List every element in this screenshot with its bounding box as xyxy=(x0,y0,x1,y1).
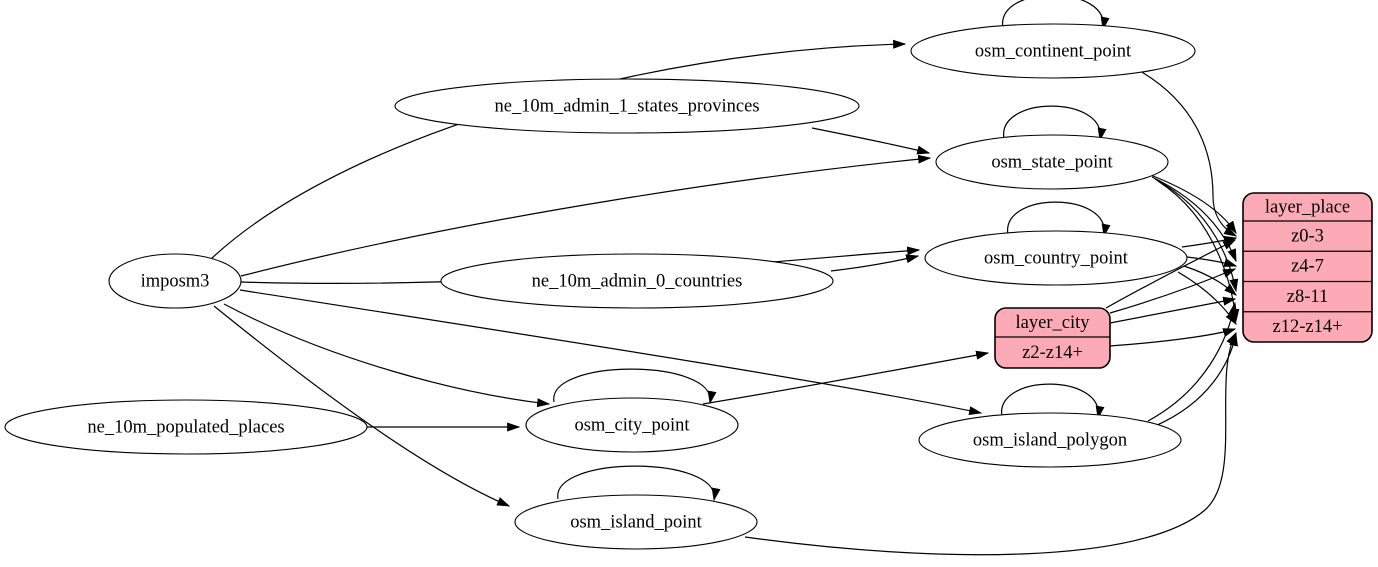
node-osm_state_point: osm_state_point xyxy=(935,134,1169,190)
edge-imposm3-to-osm_island_polygon xyxy=(239,289,983,416)
layer_place-row-z0-3: z0-3 xyxy=(1291,226,1324,246)
edge-ne_10m_admin_1_states_provinces-to-osm_state_point xyxy=(811,127,931,155)
osm_state_point-ellipse xyxy=(935,134,1169,190)
edge-layer_city-to-layer_place-z12-z14+ xyxy=(1109,328,1237,347)
edge-osm_country_point-to-layer_place-z0-3 xyxy=(1181,235,1238,248)
osm_city_point-label: osm_city_point xyxy=(574,415,690,435)
edge-osm_city_point-self-loop xyxy=(553,368,717,405)
osm_state_point-label: osm_state_point xyxy=(991,152,1113,172)
edge-osm_island_point-to-layer_place-z12-z14+ xyxy=(744,331,1237,556)
node-osm_island_polygon: osm_island_polygon xyxy=(918,412,1182,468)
layer_city-row-z2-z14+: z2-z14+ xyxy=(1022,343,1083,363)
osm_island_point-label: osm_island_point xyxy=(570,512,702,532)
node-osm_city_point: osm_city_point xyxy=(525,397,739,453)
edge-ne_10m_admin_0_countries-to-osm_country_point xyxy=(830,254,920,272)
edges-layer xyxy=(210,0,1240,556)
edge-osm_state_point-to-layer_place-z8-11 xyxy=(1154,178,1239,293)
edge-imposm3-to-osm_city_point xyxy=(223,303,551,408)
node-osm_country_point: osm_country_point xyxy=(924,230,1188,286)
imposm3-label: imposm3 xyxy=(141,271,210,291)
edge-osm_country_point-to-layer_place-z8-11 xyxy=(1183,265,1237,296)
osm_island_polygon-ellipse xyxy=(918,412,1182,468)
edge-osm_island_point-self-loop xyxy=(557,465,721,502)
edge-osm_city_point-to-layer_city-z2-z14+ xyxy=(702,350,990,405)
osm_continent_point-label: osm_continent_point xyxy=(975,41,1132,61)
osm_country_point-label: osm_country_point xyxy=(984,248,1129,268)
edge-osm_continent_point-to-layer_place-z0-3 xyxy=(1139,70,1238,237)
node-ne_10m_populated_places: ne_10m_populated_places xyxy=(4,399,368,455)
layer_city-title: layer_city xyxy=(1016,313,1091,333)
node-osm_continent_point: osm_continent_point xyxy=(910,23,1196,79)
node-osm_island_point: osm_island_point xyxy=(514,494,758,550)
node-layer_city: layer_city z2-z14+ xyxy=(994,307,1111,369)
layer_city-box xyxy=(994,307,1111,369)
osm_city_point-ellipse xyxy=(525,397,739,453)
layer_place-box xyxy=(1242,192,1373,343)
edge-osm_country_point-to-layer_place-z12-z14+ xyxy=(1177,271,1237,326)
osm_country_point-ellipse xyxy=(924,230,1188,286)
node-imposm3: imposm3 xyxy=(108,253,242,309)
edge-osm_island_polygon-self-loop xyxy=(1001,383,1105,420)
edge-osm_state_point-self-loop xyxy=(1003,105,1107,142)
osm_island_point-ellipse xyxy=(514,494,758,550)
layer_place-row-z8-11: z8-11 xyxy=(1287,287,1328,307)
edge-layer_city-to-layer_place-z0-3 xyxy=(1105,239,1237,309)
ne_10m_admin_0_countries-label: ne_10m_admin_0_countries xyxy=(532,271,743,291)
edge-imposm3-to-osm_continent_point xyxy=(210,39,907,260)
edge-osm_country_point-to-layer_place-z4-7 xyxy=(1186,256,1238,267)
nodes-layer: imposm3 ne_10m_admin_1_states_provincesne… xyxy=(4,23,1373,550)
layer_place-row-z4-7: z4-7 xyxy=(1291,257,1324,277)
edge-layer_city-to-layer_place-z4-7 xyxy=(1109,268,1237,314)
edge-layer_city-to-layer_place-z8-11 xyxy=(1109,296,1237,324)
node-layer_place: layer_place z0-3 z4-7 z8-11 z12-z14+ xyxy=(1242,192,1373,343)
imposm3-ellipse xyxy=(108,253,242,309)
edge-osm_state_point-to-layer_place-z4-7 xyxy=(1151,176,1237,263)
ne_10m_admin_0_countries-ellipse xyxy=(440,253,834,309)
node-ne_10m_admin_0_countries: ne_10m_admin_0_countries xyxy=(440,253,834,309)
node-ne_10m_admin_1_states_provinces: ne_10m_admin_1_states_provinces xyxy=(394,78,860,134)
edge-osm_island_polygon-to-layer_place-z8-11 xyxy=(1147,301,1238,422)
ne_10m_admin_1_states_provinces-label: ne_10m_admin_1_states_provinces xyxy=(494,96,759,116)
edge-imposm3-to-osm_state_point xyxy=(240,154,932,277)
layer_place-row-z12-z14+: z12-z14+ xyxy=(1272,317,1342,337)
edge-osm_island_polygon-to-layer_place-z12-z14+ xyxy=(1154,332,1238,427)
edge-imposm3-to-osm_island_point xyxy=(213,305,511,507)
edge-osm_continent_point-self-loop xyxy=(1002,0,1110,31)
ne_10m_admin_1_states_provinces-ellipse xyxy=(394,78,860,134)
osm_island_polygon-label: osm_island_polygon xyxy=(973,430,1127,450)
ne_10m_populated_places-label: ne_10m_populated_places xyxy=(87,417,284,437)
edge-osm_country_point-self-loop xyxy=(1007,201,1111,238)
ne_10m_populated_places-ellipse xyxy=(4,399,368,455)
osm_continent_point-ellipse xyxy=(910,23,1196,79)
edge-osm_state_point-to-layer_place-z0-3 xyxy=(1147,173,1237,235)
layer_place-title: layer_place xyxy=(1265,197,1350,217)
